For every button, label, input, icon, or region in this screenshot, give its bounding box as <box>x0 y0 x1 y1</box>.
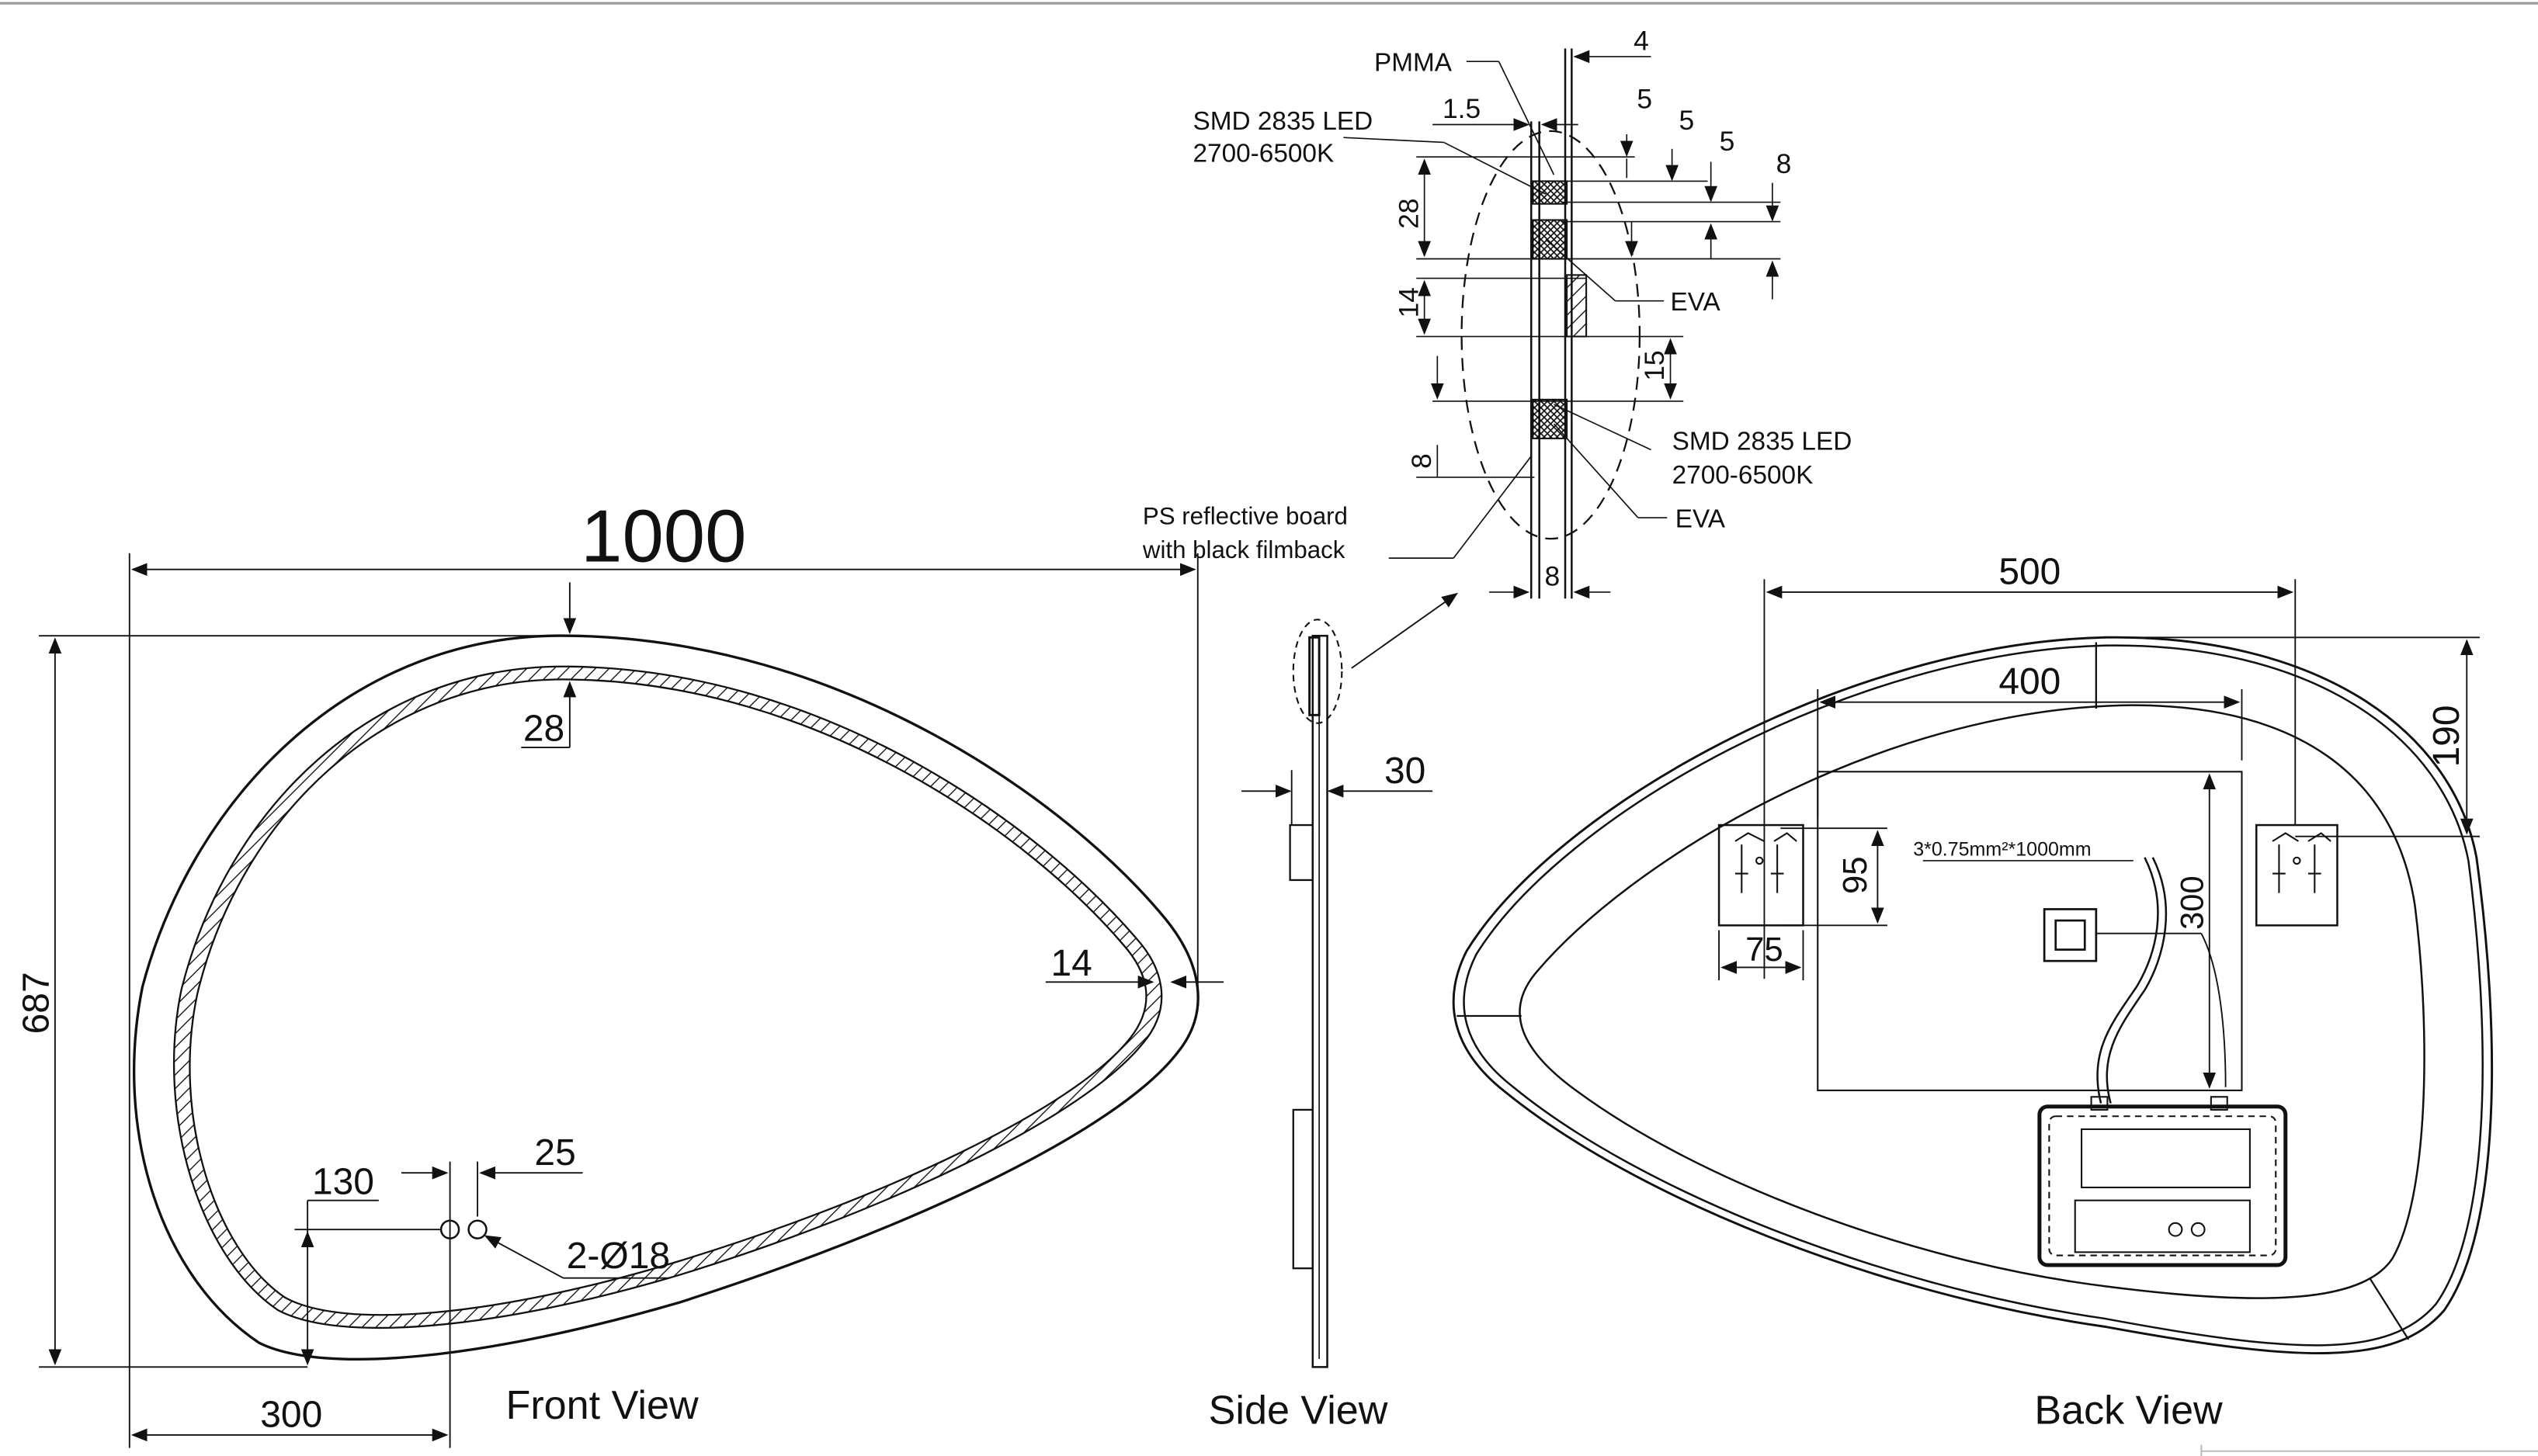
label-eva-top: EVA <box>1671 288 1721 317</box>
touch-switch <box>2043 908 2098 962</box>
dim-width-1000: 1000 <box>581 494 746 577</box>
dim-d15a: 1.5 <box>1443 93 1481 124</box>
detail-callout-ellipse <box>1292 619 1343 724</box>
dim-hole-130: 130 <box>312 1161 374 1202</box>
label-pmma: PMMA <box>1374 49 1453 78</box>
mount-hole-2 <box>467 1219 488 1239</box>
dim-height-687: 687 <box>16 972 57 1034</box>
label-board-2: with black filmback <box>1142 536 1345 563</box>
dim-bracket-95: 95 <box>1836 856 1874 894</box>
label-led-top-2: 2700-6500K <box>1193 139 1335 168</box>
dim-hole-25: 25 <box>534 1132 575 1173</box>
dim-d8c: 8 <box>1544 561 1560 592</box>
dim-box-300: 300 <box>2173 875 2210 930</box>
wall-bracket-left <box>1717 823 1804 927</box>
dim-bracket-190: 190 <box>2426 705 2467 767</box>
dim-d8b: 8 <box>1406 453 1437 469</box>
label-led-bottom-1: SMD 2835 LED <box>1672 427 1852 456</box>
back-view: 500 400 190 300 95 75 3*0.75mm²*1000mm B… <box>1452 551 2494 1433</box>
dim-thickness-30: 30 <box>1384 751 1425 792</box>
front-led-band-inner <box>189 678 1147 1316</box>
led-strip-top <box>1532 180 1568 205</box>
dim-led-28: 28 <box>523 709 564 750</box>
dim-d28: 28 <box>1393 198 1424 228</box>
front-led-hatch <box>174 666 1162 1328</box>
back-view-title: Back View <box>2034 1388 2223 1433</box>
eva-mid <box>1566 274 1588 338</box>
front-outer-outline <box>133 634 1200 1361</box>
holes-label: 2-Ø18 <box>567 1236 670 1277</box>
detail-ellipse <box>1460 130 1641 540</box>
dim-box-400: 400 <box>1998 661 2061 702</box>
section-detail: PMMA SMD 2835 LED 2700-6500K EVA SMD 283… <box>1142 26 1852 599</box>
dim-bracket-500: 500 <box>1998 551 2061 592</box>
side-bracket <box>1289 823 1314 882</box>
driver-box <box>2037 1104 2288 1267</box>
back-outer-outline-2 <box>1463 644 2484 1347</box>
back-frame-rect <box>1817 771 2243 1091</box>
dim-d14: 14 <box>1393 287 1424 317</box>
power-cable <box>2096 857 2159 1104</box>
cable-spec-label: 3*0.75mm²*1000mm <box>1913 839 2091 861</box>
back-inner-outline <box>1519 704 2425 1299</box>
label-eva-bottom: EVA <box>1675 505 1726 534</box>
side-control-box <box>1292 1108 1314 1270</box>
label-led-bottom-2: 2700-6500K <box>1672 461 1814 490</box>
dim-bracket-75: 75 <box>1745 931 1783 969</box>
front-view: 1000 687 28 14 130 25 2-Ø18 300 F <box>16 494 1224 1448</box>
dim-d15: 15 <box>1639 350 1670 380</box>
front-view-title: Front View <box>505 1383 698 1428</box>
side-view: 30 Side View <box>1209 592 1459 1433</box>
dim-d8a: 8 <box>1776 148 1792 179</box>
back-outer-outline <box>1452 636 2494 1354</box>
dim-led-14: 14 <box>1050 943 1092 984</box>
dim-d5c: 5 <box>1720 126 1735 157</box>
side-panel <box>1311 634 1328 1368</box>
label-board-1: PS reflective board <box>1143 502 1348 529</box>
label-led-top-1: SMD 2835 LED <box>1193 107 1373 136</box>
side-view-title: Side View <box>1209 1388 1388 1433</box>
dim-d5b: 5 <box>1679 105 1695 136</box>
dim-d4: 4 <box>1634 26 1649 57</box>
wall-bracket-right <box>2255 823 2338 927</box>
dim-d5a: 5 <box>1637 84 1652 115</box>
dim-hole-300: 300 <box>260 1394 322 1435</box>
